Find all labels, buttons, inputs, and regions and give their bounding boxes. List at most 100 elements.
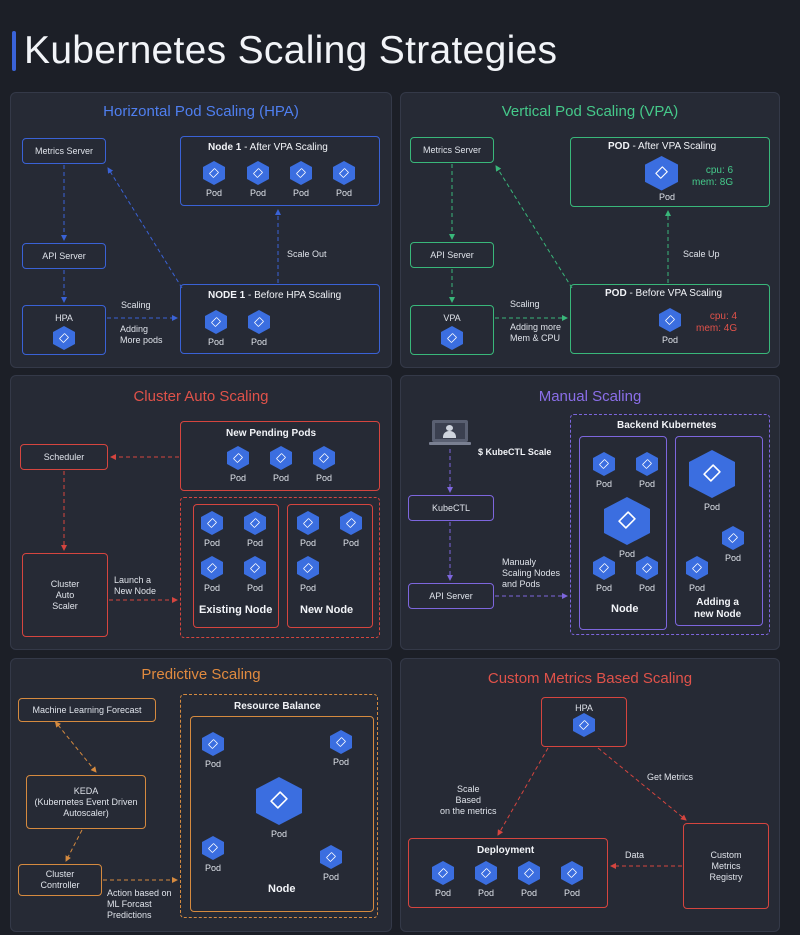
pod-icon: Pod <box>285 161 317 199</box>
pod-icon: Pod <box>654 308 686 346</box>
hpa-scaling-label: Scaling <box>121 300 151 310</box>
pod-icon: Pod <box>335 511 367 549</box>
pod-icon: Pod <box>198 161 230 199</box>
pod-icon: Pod <box>588 452 620 490</box>
pod-icon <box>645 156 679 198</box>
custom-deployment <box>408 838 608 908</box>
custom-data-label: Data <box>625 850 645 860</box>
pod-icon: Pod <box>197 836 229 874</box>
hpa-more-pods-label: More pods <box>120 335 163 345</box>
pod-icon: Pod <box>292 556 324 594</box>
manual-backend-title: Backend Kubernetes <box>617 420 717 431</box>
pod-icon: Pod <box>239 511 271 549</box>
pod-icon: Pod <box>256 777 302 839</box>
cluster-existing-label: Existing Node <box>199 604 273 616</box>
vpa-scaling-label: Scaling <box>510 299 540 309</box>
custom-get-metrics-label: Get Metrics <box>647 772 694 782</box>
pod-icon: Pod <box>513 861 545 899</box>
cluster-pending-title: New Pending Pods <box>226 428 317 439</box>
hpa-label: HPA <box>55 313 73 323</box>
page-header: Kubernetes Scaling Strategies <box>12 28 557 74</box>
pod-icon: Pod <box>196 556 228 594</box>
pod-icon: Pod <box>427 861 459 899</box>
manual-kubectl: KubeCTL <box>408 495 494 521</box>
panel-title-hpa: Horizontal Pod Scaling (HPA) <box>103 103 299 120</box>
vpa-mem-cpu-label: Mem & CPU <box>510 333 561 343</box>
panel-custom: Custom Metrics Based Scaling <box>400 658 780 932</box>
pod-icon: Pod <box>265 446 297 484</box>
pod-icon: Pod <box>239 556 271 594</box>
pod-icon: Pod <box>604 497 650 559</box>
pod-icon: Pod <box>556 861 588 899</box>
vpa-controller: VPA <box>410 305 494 355</box>
pod-icon <box>436 326 468 364</box>
manual-new-node <box>675 436 763 626</box>
pod-icon: Pod <box>308 446 340 484</box>
pod-icon <box>48 326 80 364</box>
hpa-api-server: API Server <box>22 243 106 269</box>
pod-icon: Pod <box>315 845 347 883</box>
pod-icon: Pod <box>717 526 749 564</box>
pod-icon: Pod <box>631 452 663 490</box>
title-accent-bar <box>12 31 16 71</box>
vpa-pod-before <box>570 284 770 354</box>
hpa-node-after-title: Node 1 - After VPA Scaling <box>208 142 328 153</box>
pod-icon: Pod <box>325 730 357 768</box>
page-title: Kubernetes Scaling Strategies <box>24 29 558 72</box>
predictive-node-label: Node <box>268 883 296 895</box>
pod-icon: Pod <box>588 556 620 594</box>
hpa-metrics-server: Metrics Server <box>22 138 106 164</box>
manual-node-label: Node <box>611 603 639 615</box>
vpa-metrics-server: Metrics Server <box>410 137 494 163</box>
hpa-scale-out-label: Scale Out <box>287 249 327 259</box>
custom-deployment-title: Deployment <box>477 845 535 856</box>
panel-vpa: Vertical Pod Scaling (VPA) <box>400 92 780 368</box>
predictive-resource-title: Resource Balance <box>234 701 321 712</box>
pod-icon <box>568 713 600 751</box>
pod-icon: Pod <box>681 556 713 594</box>
vpa-api-server: API Server <box>410 242 494 268</box>
cluster-nodes-group <box>180 497 380 638</box>
panel-predictive: Predictive Scaling <box>10 658 392 932</box>
predictive-node <box>190 716 374 912</box>
cluster-existing-node <box>193 504 279 628</box>
pod-icon: Pod <box>222 446 254 484</box>
pod-icon: Pod <box>292 511 324 549</box>
vpa-after-pod-label: Pod <box>659 192 676 202</box>
predictive-ml-forecast: Machine Learning Forecast <box>18 698 156 722</box>
manual-api-server: API Server <box>408 583 494 609</box>
cluster-new-node-label: New Node <box>300 604 354 616</box>
pod-icon: Pod <box>243 310 275 348</box>
pod-icon: Pod <box>200 310 232 348</box>
cluster-scheduler: Scheduler <box>20 444 108 470</box>
vpa-scale-up-label: Scale Up <box>683 249 720 259</box>
panel-title-vpa: Vertical Pod Scaling (VPA) <box>501 103 679 120</box>
predictive-outer-group <box>180 694 378 918</box>
laptop-icon <box>429 420 471 446</box>
hpa-node-before <box>180 284 380 354</box>
panel-title-custom: Custom Metrics Based Scaling <box>487 670 693 687</box>
pod-icon: Pod <box>631 556 663 594</box>
cluster-new-node <box>287 504 373 628</box>
vpa-label: VPA <box>443 313 461 323</box>
pod-icon: Pod <box>242 161 274 199</box>
manual-node <box>579 436 667 630</box>
hpa-controller: HPA <box>22 305 106 355</box>
pod-icon: Pod <box>197 732 229 770</box>
panel-title-predictive: Predictive Scaling <box>141 666 261 683</box>
vpa-pod-before-title: POD - Before VPA Scaling <box>605 288 723 299</box>
panel-title-manual: Manual Scaling <box>538 388 642 405</box>
hpa-node-before-title: NODE 1 - Before HPA Scaling <box>208 290 342 301</box>
manual-backend-group <box>570 414 770 635</box>
